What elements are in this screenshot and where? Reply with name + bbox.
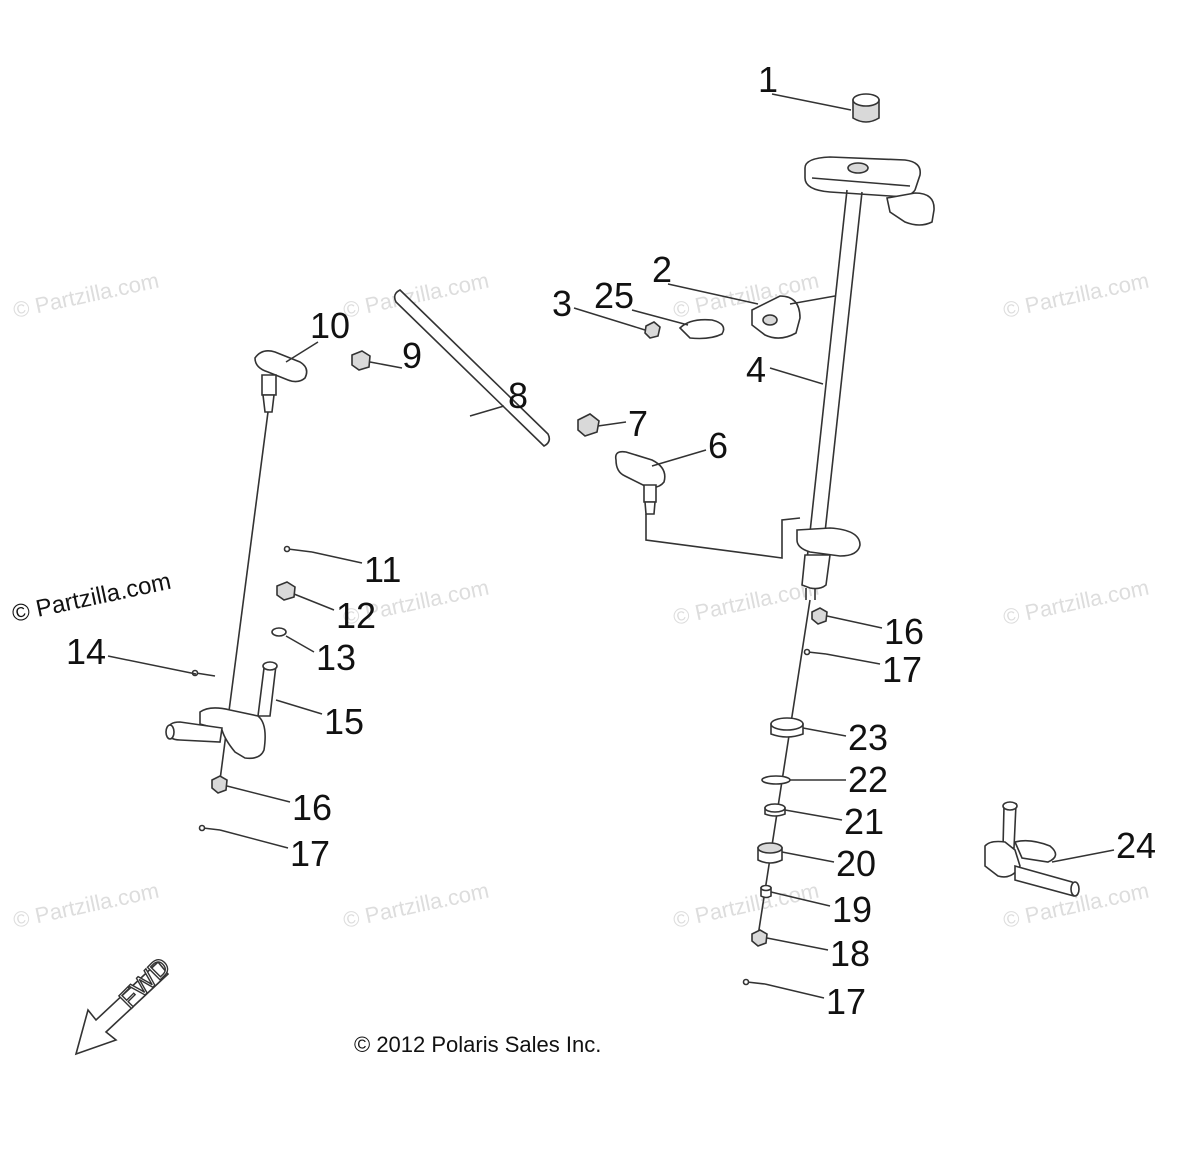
callout-14: 14 [66,631,106,672]
callout-19: 19 [832,889,872,930]
part-19-spacer [760,884,772,899]
watermark: © Partzilla.com [671,878,821,933]
callout-23: 23 [848,717,888,758]
part-20-bearing [757,842,783,864]
leader-21 [784,809,843,821]
leader-16a [226,785,291,803]
callout-18: 18 [830,933,870,974]
callout-20: 20 [836,843,876,884]
leader-17a [219,829,289,849]
callout-21: 21 [844,801,884,842]
leader-2b [789,295,836,305]
part-7-jam-nut [577,413,600,437]
leader-20 [781,851,835,863]
part-4-steering-post [796,156,935,600]
part-16-nut-left [211,775,228,794]
watermark-group: © Partzilla.com © Partzilla.com © Partzi… [11,268,1151,933]
part-15-spindle-left [165,661,278,760]
callout-17: 17 [290,833,330,874]
leader-23 [802,727,847,737]
callout-22: 22 [848,759,888,800]
callout-9: 9 [402,335,422,376]
callout-7: 7 [628,403,648,444]
leader-9 [369,361,403,369]
part-3-nut [644,321,661,339]
part-11-cotter-pin [283,545,313,553]
leader-15 [275,699,323,715]
callout-25: 25 [594,275,634,316]
part-18-nut [751,929,768,947]
right-column-rod [757,599,811,937]
callout-16: 16 [292,787,332,828]
part-6-tie-rod-end [614,450,801,559]
callout-numbers: 1 2 3 25 4 10 9 8 7 6 11 12 13 14 15 16 … [66,59,1156,1022]
callout-8: 8 [508,375,528,416]
leader-7 [597,421,627,427]
part-12-castle-nut [276,581,296,601]
leader-18 [766,937,829,951]
callout-2: 2 [652,249,672,290]
leader-3 [573,307,646,331]
leader-6 [651,449,707,467]
leader-4 [769,367,824,385]
part-21-washer [764,803,786,817]
callout-13: 13 [316,637,356,678]
leader-25 [631,309,689,326]
leader-17b [825,653,881,665]
leader-17c [764,983,825,999]
leader-12 [293,593,335,611]
part-17-cotter-pin-right-lower [742,978,766,986]
callout-3: 3 [552,283,572,324]
part-17-cotter-pin-left [198,824,221,832]
callout-4: 4 [746,349,766,390]
watermark: © Partzilla.com [11,878,161,933]
part-2-bushing-block [751,295,801,339]
site-mark: © Partzilla.com [10,568,174,628]
leader-16b [826,615,883,629]
part-10-tie-rod-end [254,350,308,413]
watermark: © Partzilla.com [1001,268,1151,323]
copyright-notice: © 2012 Polaris Sales Inc. [354,1032,601,1057]
leader-24 [1051,849,1115,863]
leader-13 [285,635,315,653]
callout-24: 24 [1116,825,1156,866]
part-22-snap-ring [761,775,791,785]
fwd-arrow-icon: FWD [74,950,177,1056]
part-13-washer [271,627,287,637]
callout-11: 11 [364,549,401,590]
callout-16: 16 [884,611,924,652]
part-8-tie-rod [393,289,551,447]
leader-2 [667,283,759,305]
part-16-nut-right [811,607,828,625]
callout-17: 17 [826,981,866,1022]
callout-1: 1 [758,59,778,100]
callout-12: 12 [336,595,376,636]
leader-10 [285,341,319,363]
callout-10: 10 [310,305,350,346]
watermark: © Partzilla.com [11,268,161,323]
leader-1 [771,93,852,111]
watermark: © Partzilla.com [1001,575,1151,630]
part-24-spindle-right [984,801,1080,897]
part-17-cotter-pin-right-upper [803,648,827,656]
watermark: © Partzilla.com [341,878,491,933]
part-25-retainer [678,318,725,340]
leader-8 [469,405,505,417]
callout-6: 6 [708,425,728,466]
part-23-bushing [770,717,804,738]
part-9-jam-nut [351,350,371,371]
callout-15: 15 [324,701,364,742]
callout-17: 17 [882,649,922,690]
leader-lines [107,93,1115,999]
leader-14 [107,655,197,675]
watermark: © Partzilla.com [671,575,821,630]
leader-11 [311,551,363,564]
leader-19 [770,891,831,907]
part-1-cap [852,93,880,123]
